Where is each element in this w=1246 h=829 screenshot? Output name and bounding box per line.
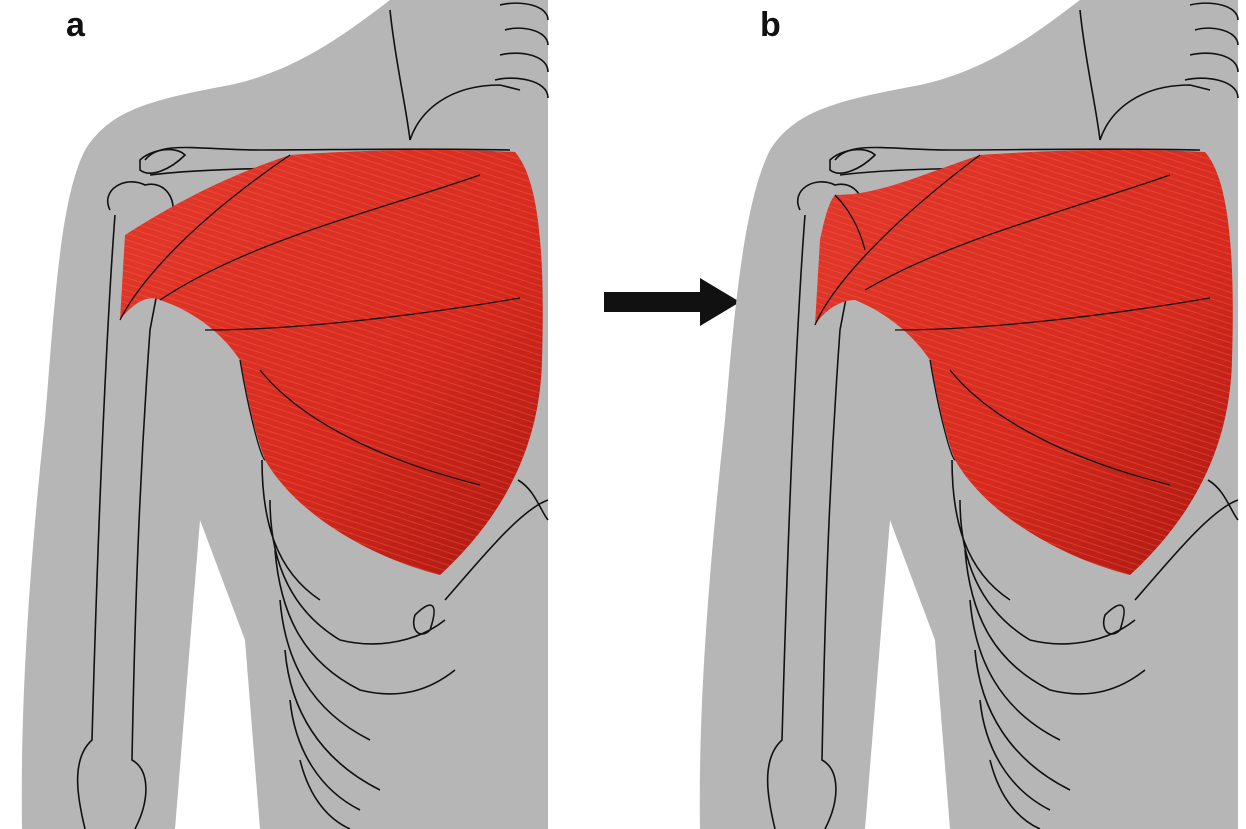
neck-line xyxy=(1079,9,1101,141)
acromion xyxy=(139,148,187,174)
muscle-division-line xyxy=(929,359,956,461)
muscle-division-line xyxy=(259,369,481,486)
humerus xyxy=(76,181,174,829)
acromion xyxy=(829,148,877,174)
muscle-division-line xyxy=(864,174,1171,291)
muscle-division-line xyxy=(204,297,521,331)
muscle-division-line xyxy=(159,174,481,301)
humerus xyxy=(766,181,864,829)
ribs xyxy=(951,459,1239,829)
muscle-division-line xyxy=(894,297,1211,331)
neck-line xyxy=(389,9,411,141)
first-rib xyxy=(1099,84,1211,141)
ribs xyxy=(261,459,549,829)
panel-a: a xyxy=(0,0,560,829)
muscle-division-line xyxy=(239,359,266,461)
sternum xyxy=(517,479,549,521)
muscle-edge xyxy=(814,154,981,326)
first-rib xyxy=(409,84,521,141)
muscle-edge xyxy=(834,194,866,251)
panel-label-b: b xyxy=(760,6,781,44)
cervical-spine xyxy=(494,2,549,99)
torso-illustration-b xyxy=(699,0,1239,829)
muscle-division-line xyxy=(949,369,1171,486)
panel-b: b xyxy=(690,0,1246,829)
cervical-spine xyxy=(1184,2,1239,99)
right-arrow-icon xyxy=(604,278,740,326)
panel-label-a: a xyxy=(66,6,85,44)
torso-illustration-a xyxy=(21,0,549,829)
sternum xyxy=(1207,479,1239,521)
muscle-edge xyxy=(119,154,291,321)
